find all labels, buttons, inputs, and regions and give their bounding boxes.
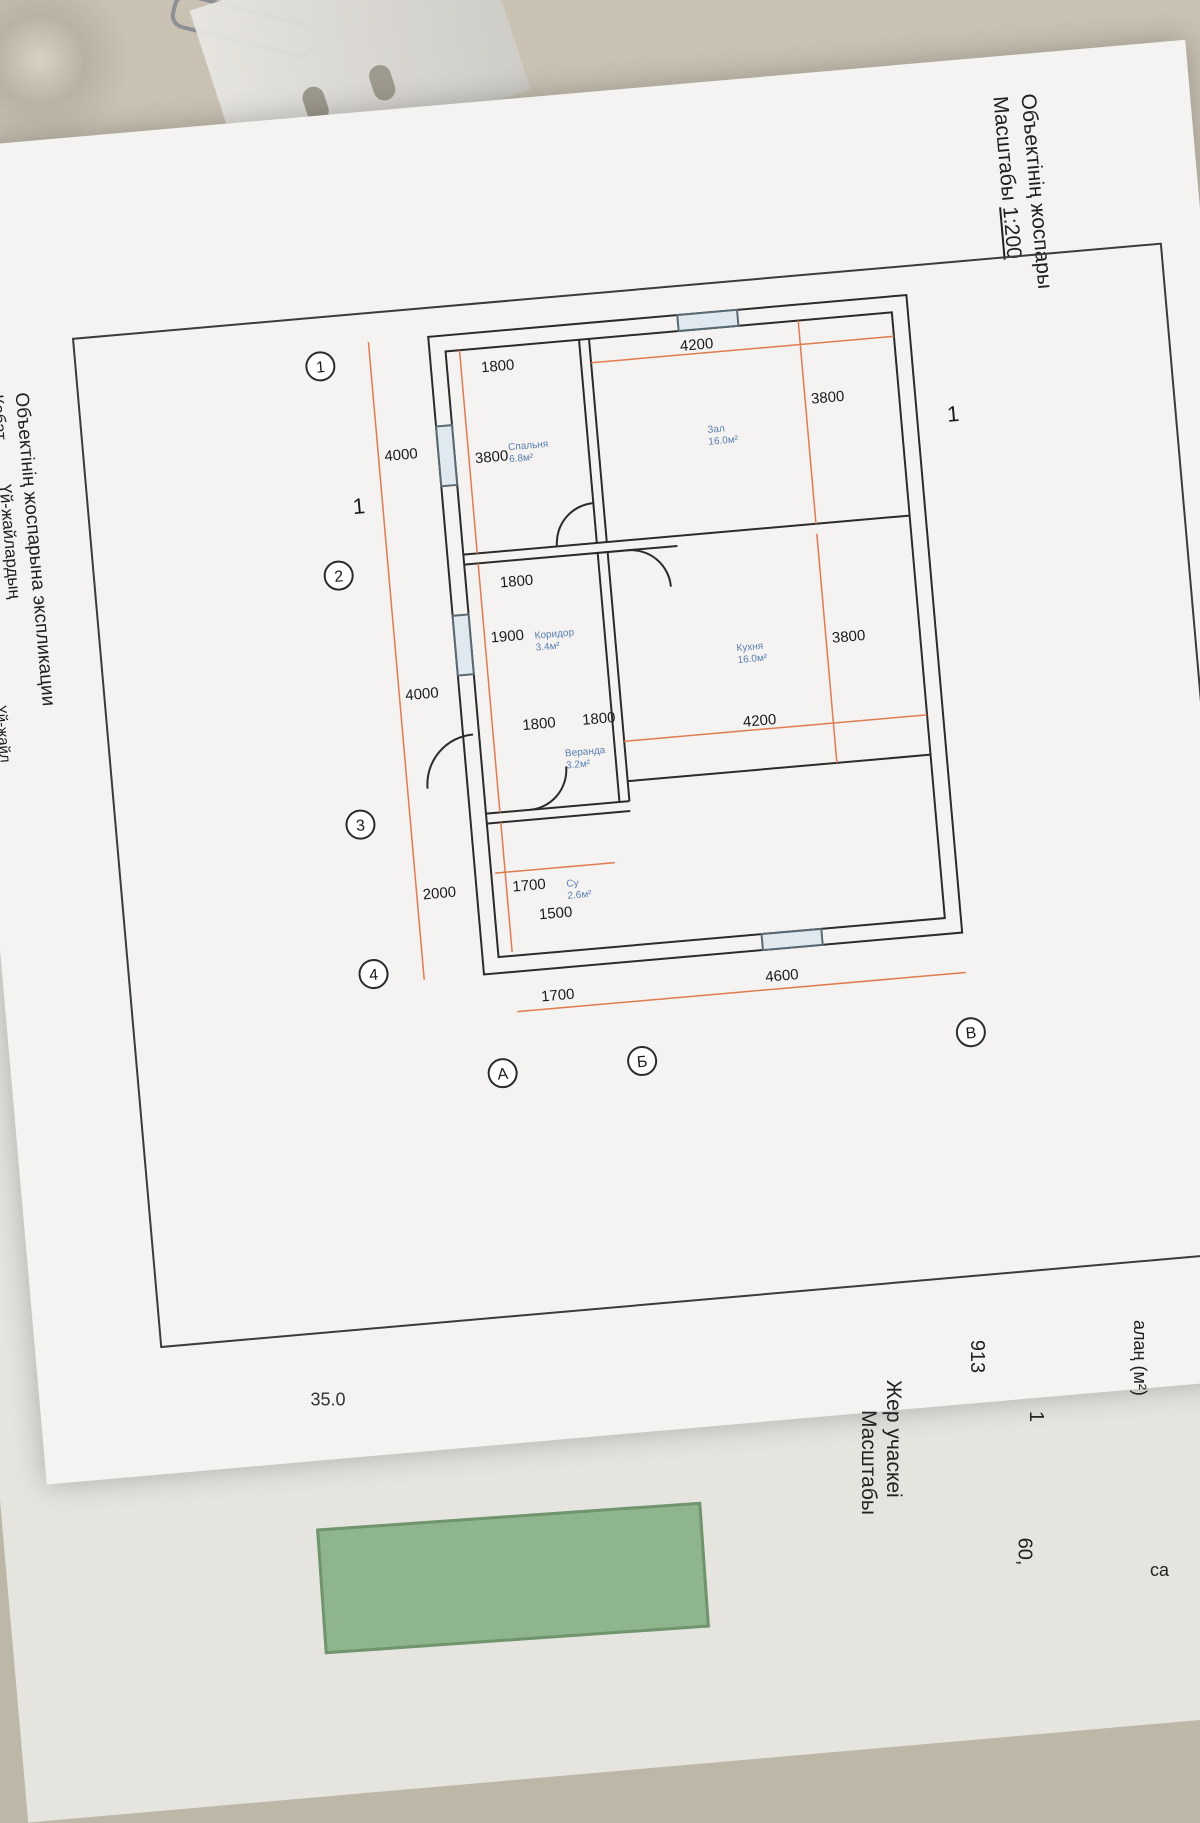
axis-2: 2: [334, 568, 344, 586]
room-corridor-area: 3.4м²: [535, 641, 561, 654]
land-plot-title: Жер учаскеі: [882, 1380, 905, 1498]
dim-1700: 1700: [540, 986, 575, 1006]
room-corridor-h: 1900: [490, 627, 525, 647]
right-cell-1: 1: [1025, 1410, 1048, 1423]
axis-v: В: [965, 1025, 977, 1043]
section-mark-left: 1: [352, 493, 366, 519]
room-wc-area: 2.6м²: [567, 889, 593, 902]
right-cell-60: 60,: [1013, 1537, 1036, 1566]
room-hall-h: 3800: [810, 388, 845, 408]
room-wc-name: Су: [566, 878, 579, 890]
explication-col-floor: Кабат: [0, 393, 11, 441]
footer-value: 35.0: [310, 1389, 346, 1410]
room-corridor-name: Коридор: [534, 627, 575, 641]
room-wc-h: 1700: [512, 876, 547, 896]
axis-1: 1: [315, 359, 325, 377]
room-hall-name: Зал: [707, 423, 725, 435]
room-hall-area: 16.0м²: [708, 434, 739, 448]
room-kitchen-name: Кухня: [736, 641, 764, 654]
axis-b: Б: [636, 1054, 648, 1072]
floor-plan: 1 2 3 4 А Б В 4000 4000 2000 1700 4600 1…: [305, 293, 986, 1089]
document-page: Объектінің жоспары Масштабы 1:200: [0, 39, 1200, 1485]
room-veranda-h: 1800: [581, 709, 616, 729]
dimension-line: [367, 342, 425, 980]
room-kitchen-w: 4200: [742, 711, 777, 731]
room-hall-w: 4200: [679, 335, 714, 355]
window: [434, 424, 459, 488]
dim-4600: 4600: [765, 966, 800, 986]
green-label-tab: [316, 1501, 710, 1655]
room-kitchen-area: 16.0м²: [737, 653, 768, 667]
axis-4: 4: [368, 967, 378, 985]
right-header-area: алаң (м²): [1130, 1320, 1150, 1396]
room-veranda-name: Веранда: [565, 745, 607, 760]
room-veranda-area: 3.2м²: [566, 758, 592, 771]
axis-a: А: [497, 1066, 509, 1084]
dim-4000-a: 4000: [384, 445, 419, 465]
room-veranda-w: 1800: [522, 714, 557, 734]
explication-col-rooms-partial: Үй-жайл: [0, 704, 14, 764]
room-kitchen-h: 3800: [831, 627, 866, 647]
scale-value: 1:200: [998, 205, 1026, 260]
right-corner-partial: са: [1150, 1560, 1170, 1580]
scale-label: Масштабы: [988, 95, 1021, 202]
right-cell-913: 913: [966, 1339, 989, 1374]
room-bedroom-h: 3800: [474, 447, 509, 467]
axis-3: 3: [355, 817, 365, 835]
dim-2000: 2000: [422, 884, 457, 904]
land-plot-scale: Масштабы: [857, 1410, 880, 1515]
room-bedroom-area: 6.8м²: [509, 452, 535, 465]
partition-wall: [463, 514, 910, 556]
section-mark-right: 1: [946, 401, 960, 427]
dim-4000-b: 4000: [405, 684, 440, 704]
door-swing: [555, 502, 594, 547]
room-bedroom-w: 1800: [480, 356, 515, 376]
room-bedroom-name: Спальня: [508, 439, 549, 453]
room-corridor-w: 1800: [499, 572, 534, 592]
room-wc-w: 1500: [538, 904, 573, 924]
